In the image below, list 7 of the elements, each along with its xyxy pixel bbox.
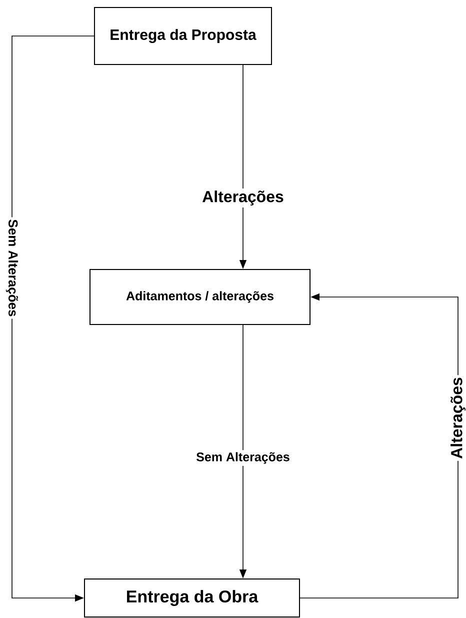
process-box: Entrega da Obra — [84, 578, 300, 618]
edge-label: Sem Alterações — [4, 217, 20, 319]
edge-label: Sem Alterações — [194, 450, 292, 466]
process-box: Entrega da Proposta — [94, 7, 272, 65]
edge-label: Alterações — [200, 188, 286, 208]
process-box: Aditamentos / alterações — [90, 269, 310, 325]
edge-label: Alterações — [448, 375, 466, 461]
